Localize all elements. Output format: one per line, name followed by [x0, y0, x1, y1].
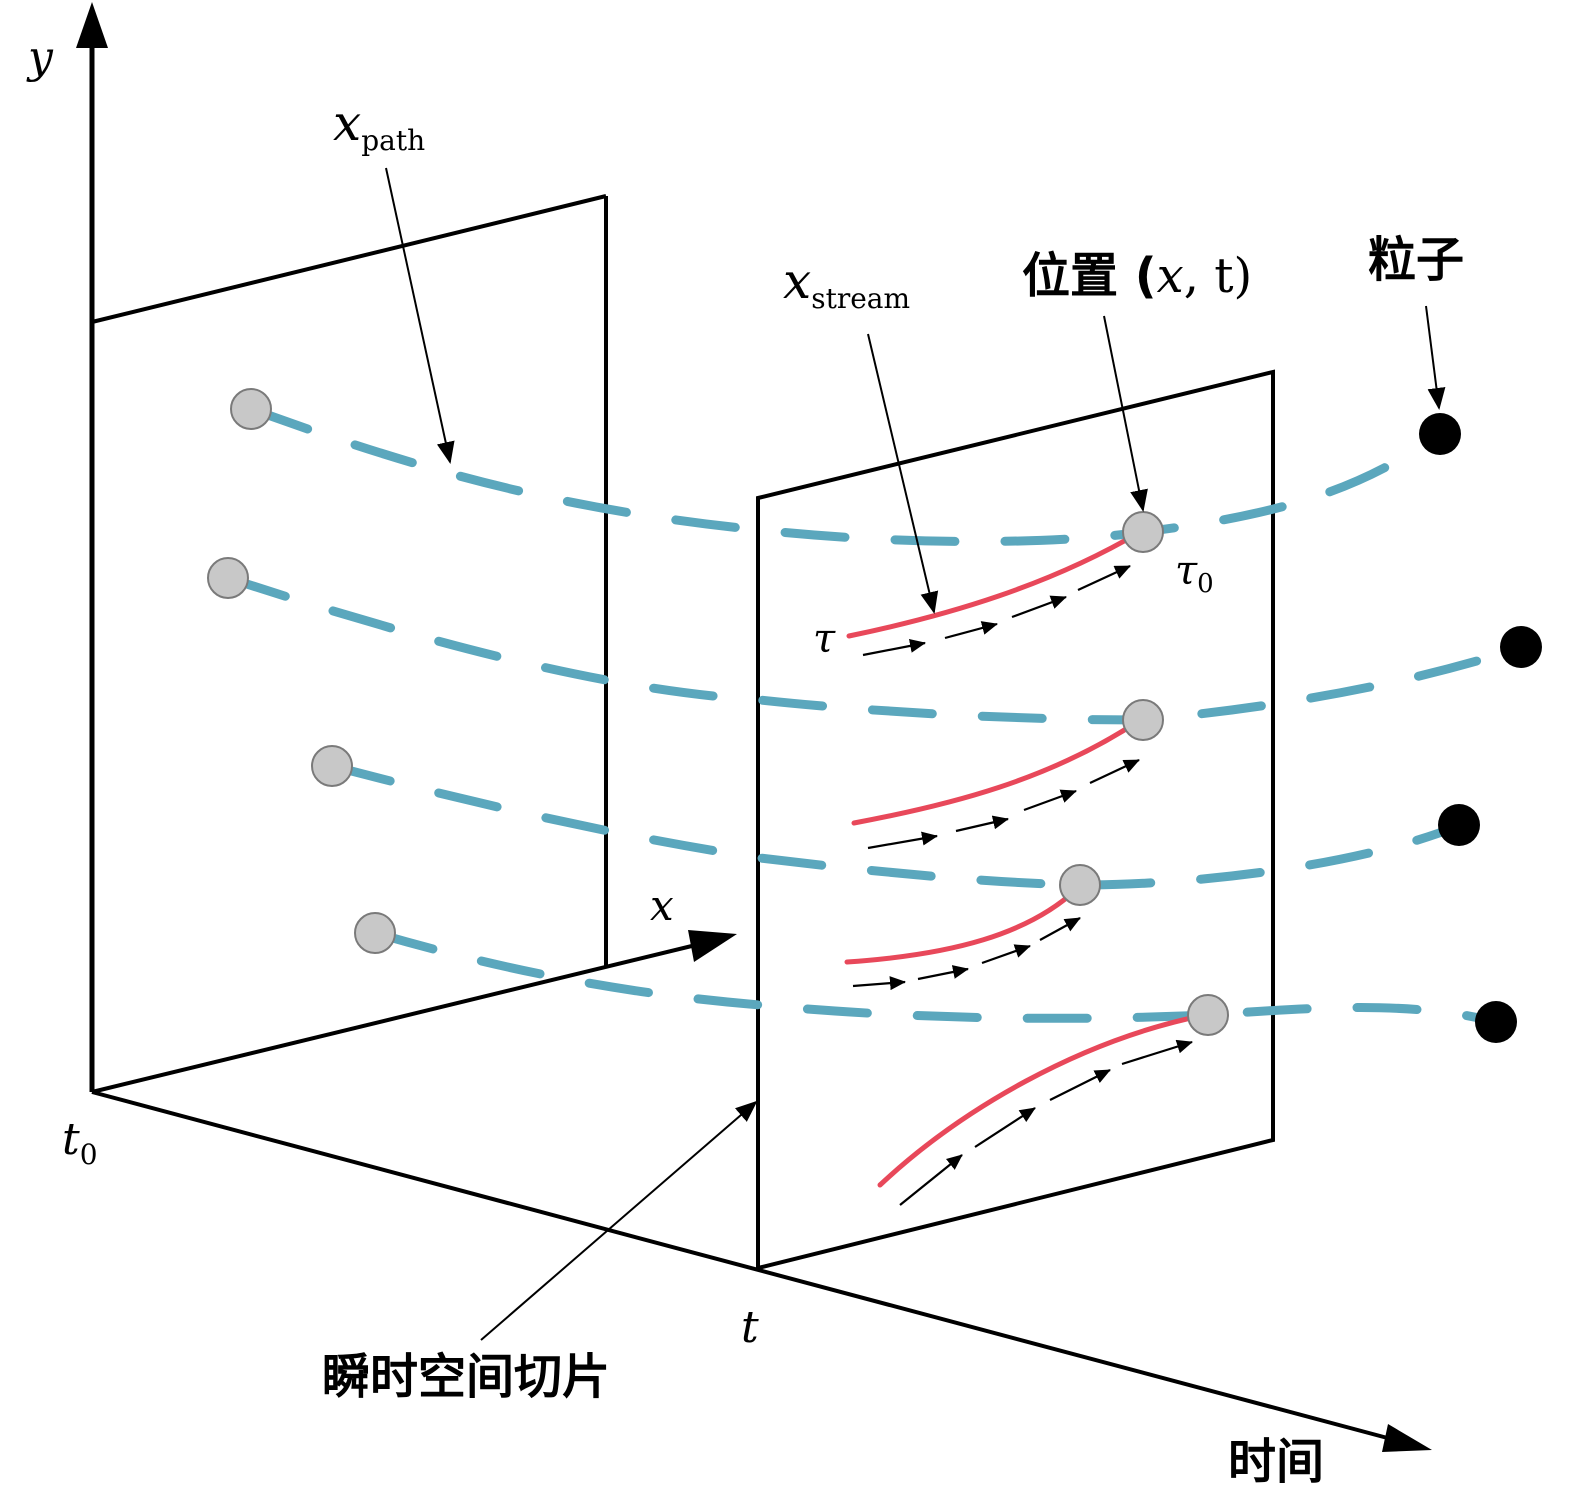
- particle: [1419, 413, 1461, 455]
- flow-arrows: [852, 565, 1193, 1206]
- particle-pointer: [1425, 305, 1446, 410]
- x-axis-arrowhead: [688, 930, 737, 962]
- slice-pointer: [480, 1100, 758, 1341]
- tau-label: τ: [813, 616, 836, 662]
- position-label: 位置 (x, t): [1022, 248, 1252, 304]
- time-axis-label: 时间: [1228, 1434, 1324, 1490]
- ghost-particle: [354, 912, 396, 954]
- axes: [76, 2, 1432, 1452]
- labels: y xpath xstream 位置 (x, t) 粒子 τ τ0 x t0 t…: [26, 32, 1464, 1490]
- x-axis: [91, 942, 701, 1094]
- time-axis: [91, 1090, 1396, 1442]
- t-label: t: [741, 1302, 759, 1353]
- streamline-3: [844, 883, 1083, 965]
- ghost-particle: [1122, 699, 1164, 741]
- pathline-1: [246, 404, 1443, 546]
- t0-label: t0: [62, 1114, 98, 1171]
- pathlines: [223, 404, 1525, 1027]
- particle: [1475, 1001, 1517, 1043]
- x-stream-label: xstream: [783, 252, 910, 315]
- ghost-particle: [1122, 511, 1164, 553]
- time-axis-arrowhead: [1382, 1424, 1432, 1452]
- particle: [1500, 626, 1542, 668]
- ghost-particle: [1059, 864, 1101, 906]
- position-pointer: [1103, 315, 1148, 512]
- streamline-1: [846, 529, 1143, 639]
- ghost-particles: [207, 388, 1229, 1036]
- y-axis-label: y: [26, 32, 54, 83]
- pathline-4: [370, 928, 1502, 1027]
- x-stream-pointer: [867, 333, 939, 614]
- pathline-2: [223, 573, 1525, 725]
- plane-t0: [91, 194, 608, 966]
- ghost-particle: [1187, 994, 1229, 1036]
- pathline-3: [327, 761, 1463, 890]
- ghost-particle: [311, 745, 353, 787]
- x-axis-label: x: [650, 881, 674, 930]
- tau0-label: τ0: [1175, 548, 1214, 599]
- slice-label: 瞬时空间切片: [322, 1349, 610, 1405]
- x-path-pointer: [385, 167, 455, 464]
- annotation-arrows: [385, 167, 1446, 1341]
- x-path-label: xpath: [333, 94, 425, 157]
- ghost-particle: [230, 388, 272, 430]
- ghost-particle: [207, 557, 249, 599]
- particle: [1438, 804, 1480, 846]
- streamlines: [844, 529, 1208, 1188]
- streamline-4: [877, 1012, 1208, 1188]
- plane-instant-slice: [756, 369, 1275, 1271]
- streamline-2: [851, 717, 1143, 826]
- particles: [1419, 413, 1542, 1043]
- particle-label: 粒子: [1368, 232, 1464, 288]
- y-axis-arrowhead: [76, 2, 108, 48]
